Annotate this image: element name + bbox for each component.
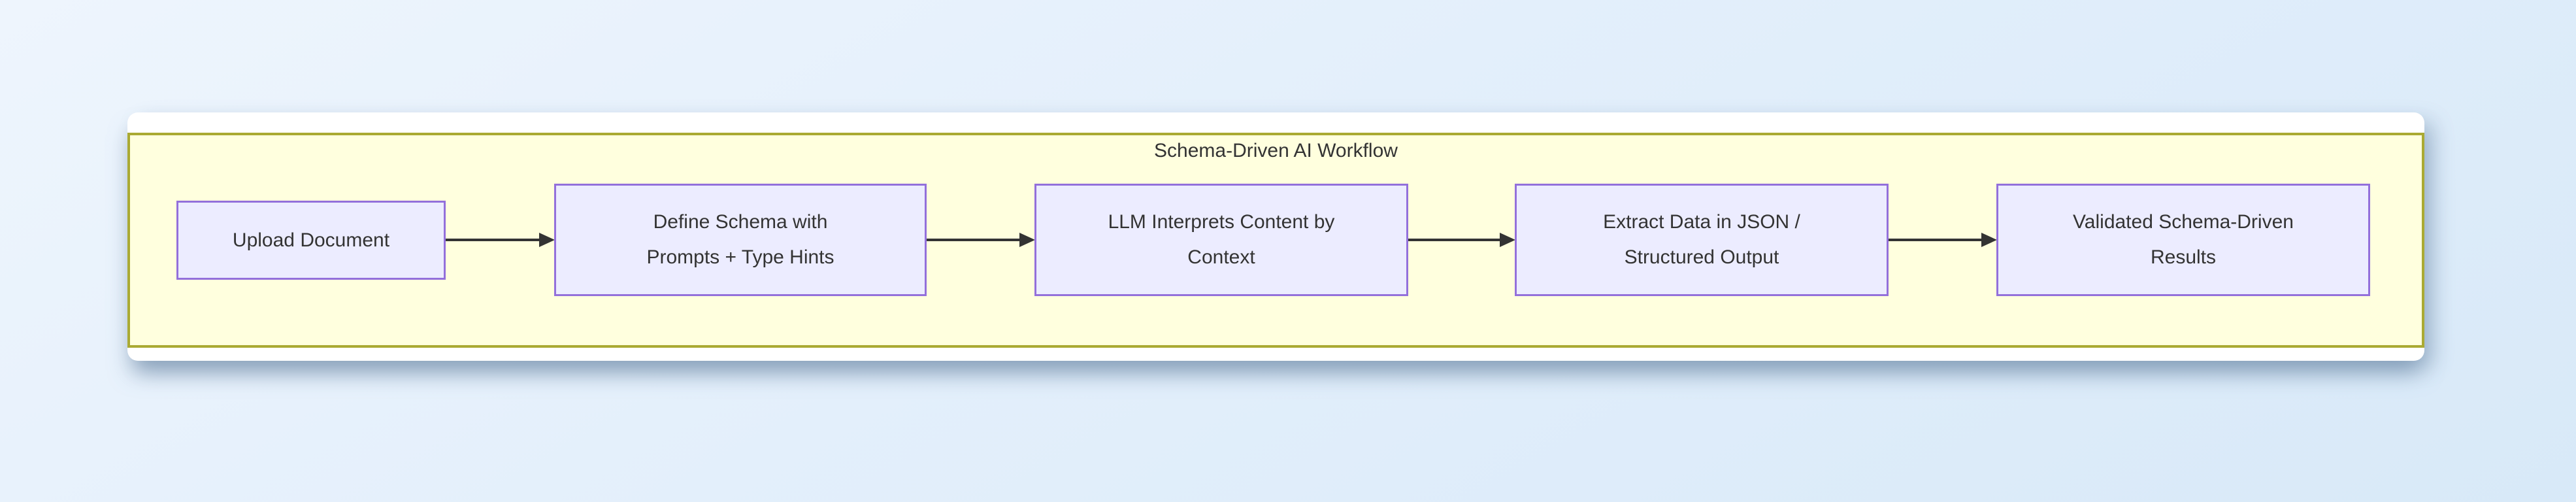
node-label-line: Context bbox=[1187, 246, 1255, 268]
arrowhead-icon bbox=[1019, 233, 1035, 247]
arrowhead-icon bbox=[539, 233, 555, 247]
node-llm-interprets: LLM Interprets Content by Context bbox=[1034, 184, 1408, 296]
node-define-schema: Define Schema with Prompts + Type Hints bbox=[554, 184, 927, 296]
node-label-line: Prompts + Type Hints bbox=[646, 246, 834, 268]
node-label-line: Define Schema with bbox=[653, 211, 828, 233]
diagram-title: Schema-Driven AI Workflow bbox=[1154, 140, 1398, 161]
node-label-line: Validated Schema-Driven bbox=[2073, 211, 2294, 233]
arrow-line bbox=[446, 239, 545, 241]
node-label-line: Results bbox=[2150, 246, 2217, 268]
arrow-line bbox=[1408, 239, 1506, 241]
node-label-line: Extract Data in JSON / bbox=[1603, 211, 1800, 233]
node-label-line: Structured Output bbox=[1624, 246, 1779, 268]
flow-arrow bbox=[1408, 233, 1515, 247]
node-label-line: LLM Interprets Content by bbox=[1108, 211, 1335, 233]
flow-arrow bbox=[446, 233, 555, 247]
flow-arrow bbox=[1889, 233, 1997, 247]
arrow-line bbox=[927, 239, 1025, 241]
node-validated-results: Validated Schema-Driven Results bbox=[1996, 184, 2370, 296]
node-extract-data: Extract Data in JSON / Structured Output bbox=[1515, 184, 1889, 296]
node-label-line: Upload Document bbox=[232, 229, 390, 251]
arrowhead-icon bbox=[1500, 233, 1515, 247]
arrowhead-icon bbox=[1981, 233, 1997, 247]
arrow-line bbox=[1889, 239, 1987, 241]
node-upload-document: Upload Document bbox=[176, 201, 446, 280]
diagram-card: Schema-Driven AI Workflow Upload Documen… bbox=[127, 112, 2424, 361]
flow-arrow bbox=[927, 233, 1035, 247]
